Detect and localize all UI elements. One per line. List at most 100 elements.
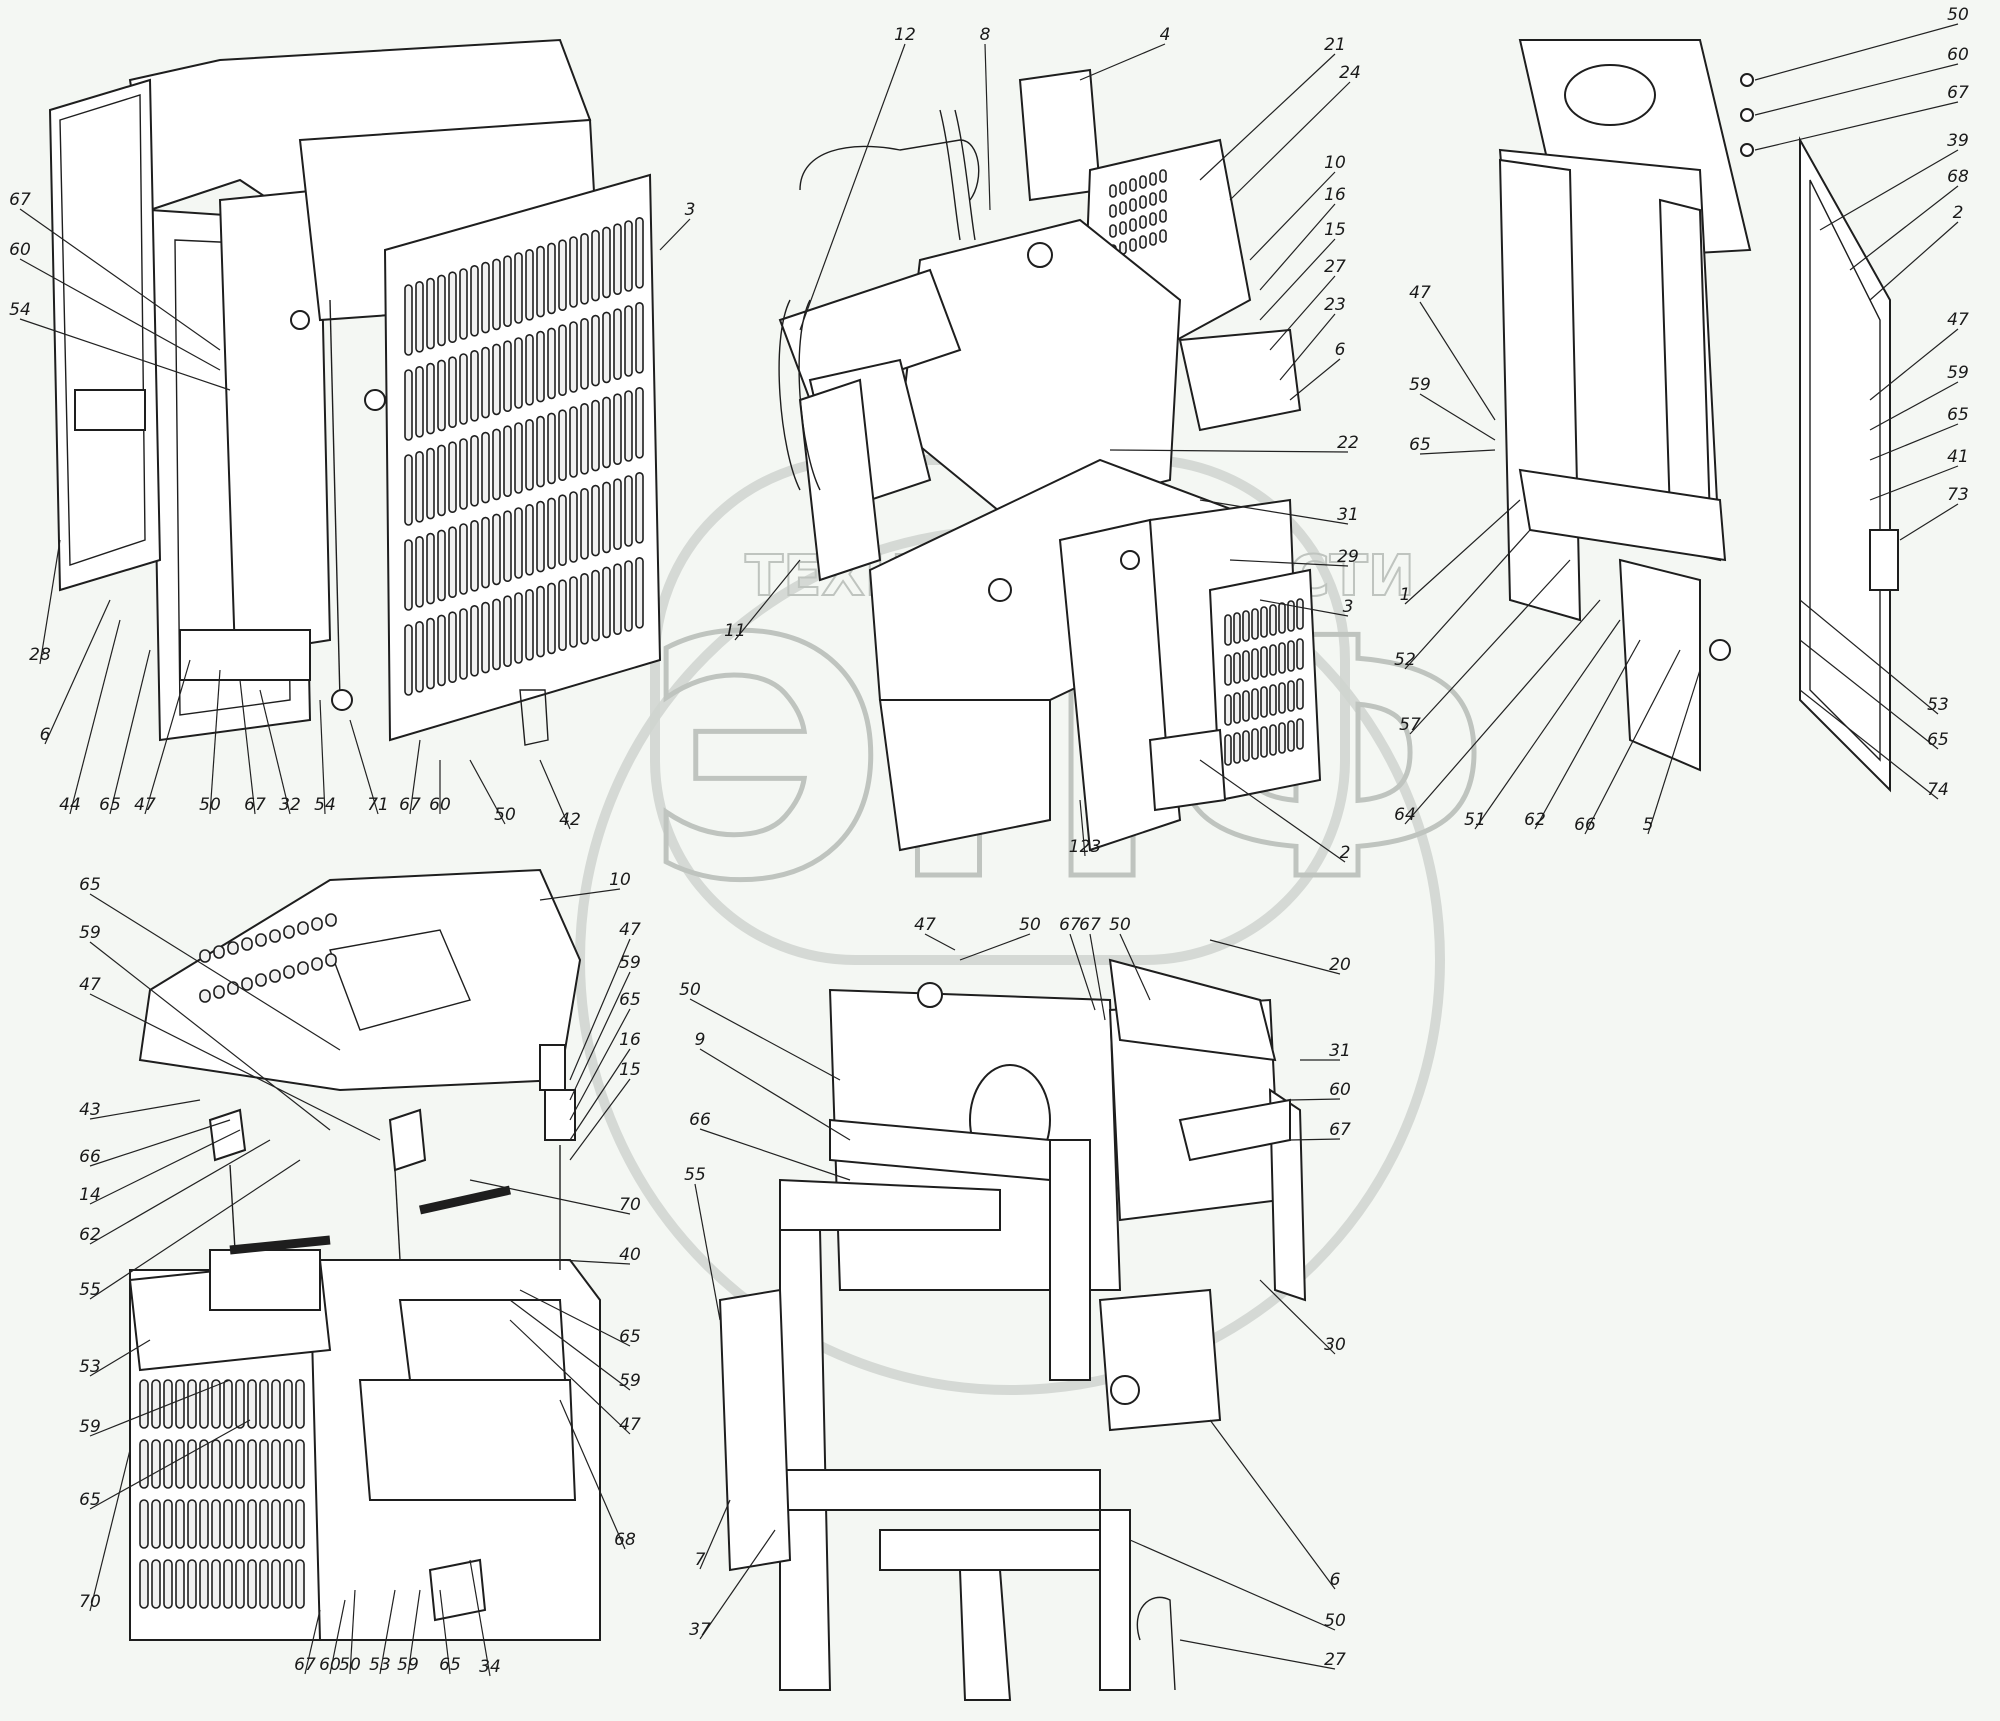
leader-line: [734, 559, 801, 641]
vent-slot: [1139, 175, 1147, 189]
callout-label: 59: [79, 1417, 101, 1437]
vent-slot: [503, 510, 512, 583]
callout-label: 74: [1927, 780, 1949, 800]
callout-label: 8: [980, 25, 991, 45]
leader-line: [1754, 101, 1959, 151]
callout-label: 32: [279, 795, 301, 815]
callout-label: 3: [685, 200, 696, 220]
vent-slot: [1287, 640, 1295, 672]
leader-line: [1259, 599, 1349, 617]
engine-hood: [138, 868, 582, 1092]
vent-slot: [1129, 238, 1137, 252]
callout-label: 65: [79, 875, 101, 895]
callout-label: 57: [1399, 715, 1421, 735]
callout-label: 24: [1339, 63, 1361, 83]
callout-label: 66: [689, 1110, 711, 1130]
leader-line: [1869, 423, 1959, 461]
callout-label: 50: [1947, 5, 1969, 25]
vent-slot: [547, 497, 556, 570]
vent-slot: [311, 957, 323, 971]
vent-slot: [492, 513, 501, 586]
leader-line: [1849, 185, 1959, 271]
leader-line: [39, 539, 61, 665]
callout-label: 47: [619, 1415, 641, 1435]
leader-line: [984, 43, 991, 211]
vent-slot: [1242, 610, 1250, 642]
vent-slot: [481, 516, 490, 589]
leader-line: [89, 1129, 241, 1205]
vent-slot: [404, 284, 413, 356]
leader-line: [1754, 23, 1959, 81]
callout-label: 67: [294, 1655, 316, 1675]
vent-slot: [211, 1439, 221, 1489]
vent-slot: [459, 608, 468, 680]
callout-label: 44: [59, 795, 81, 815]
vent-slot: [1260, 606, 1268, 638]
leader-line: [1259, 203, 1336, 291]
leader-line: [1799, 689, 1939, 800]
vent-slot: [241, 977, 253, 991]
vent-slot: [525, 333, 534, 406]
leader-line: [1534, 639, 1641, 830]
vent-slot: [635, 301, 644, 374]
callout-label: 67: [1079, 915, 1101, 935]
vent-slot: [1269, 684, 1277, 716]
callout-label: 37: [689, 1620, 711, 1640]
vent-slot: [613, 223, 622, 295]
vent-slot: [151, 1379, 161, 1429]
callout-label: 47: [619, 920, 641, 940]
vent-slot: [591, 484, 600, 557]
vent-slot: [536, 500, 545, 573]
vent-slot: [624, 475, 633, 547]
vent-slot: [139, 1379, 149, 1429]
callout-label: 59: [619, 953, 641, 973]
leader-line: [319, 699, 326, 815]
callout-label: 47: [1947, 310, 1969, 330]
callout-label: 43: [79, 1100, 101, 1120]
vent-slot: [415, 450, 424, 523]
vent-slot: [151, 1439, 161, 1489]
vent-slot: [613, 308, 622, 381]
leader-line: [1069, 933, 1096, 1011]
callout-label: 15: [619, 1060, 641, 1080]
callout-label: 67: [1329, 1120, 1351, 1140]
vent-slot: [255, 933, 267, 947]
callout-label: 67: [1059, 915, 1081, 935]
vent-slot: [255, 973, 267, 987]
vent-slot: [492, 598, 501, 671]
vent-slot: [580, 402, 589, 475]
vent-slot: [283, 1499, 293, 1549]
vent-slot: [437, 274, 446, 347]
leader-line: [1419, 449, 1496, 455]
vent-slot: [514, 592, 523, 664]
vent-slot: [591, 314, 600, 387]
callout-label: 39: [1947, 131, 1969, 151]
callout-label: 16: [1324, 185, 1346, 205]
callout-label: 59: [619, 1371, 641, 1391]
leader-line: [1289, 1138, 1341, 1141]
vent-slot: [1269, 724, 1277, 756]
leader-line: [69, 619, 121, 815]
vent-slot: [602, 311, 611, 384]
vent-slot: [283, 1379, 293, 1429]
leader-line: [1199, 759, 1346, 863]
leader-line: [1229, 81, 1351, 201]
leader-line: [1249, 171, 1336, 261]
vent-slot: [569, 406, 578, 478]
vent-slot: [569, 576, 578, 648]
vent-slot: [1296, 678, 1304, 710]
callout-label: 66: [1574, 815, 1596, 835]
leader-line: [1584, 649, 1681, 835]
vent-slot: [448, 271, 457, 344]
callout-label: 16: [619, 1030, 641, 1050]
vent-slot: [1278, 682, 1286, 714]
leader-line: [1409, 559, 1571, 735]
callout-label: 31: [1329, 1041, 1351, 1061]
vent-slot: [163, 1559, 173, 1609]
vent-slot: [547, 582, 556, 655]
leader-line: [699, 1128, 851, 1181]
vent-slot: [481, 431, 490, 504]
callout-label: 59: [1409, 375, 1431, 395]
vent-slot: [151, 1559, 161, 1609]
